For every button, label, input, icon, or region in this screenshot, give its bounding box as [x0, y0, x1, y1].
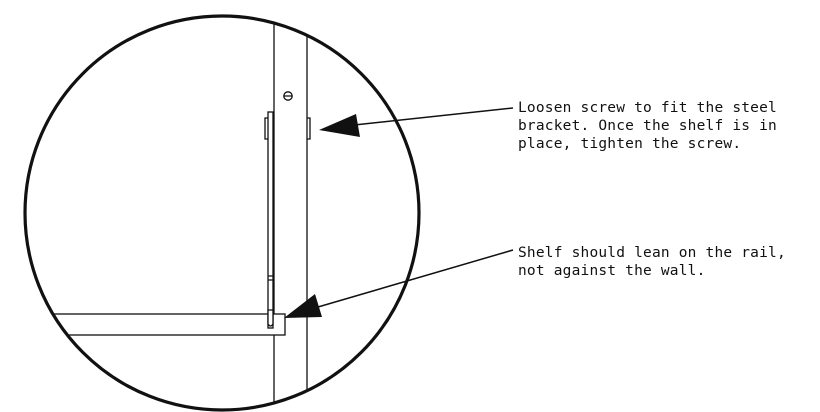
bracket-hook: [267, 309, 274, 327]
callout-line: not against the wall.: [518, 263, 706, 279]
screw-callout-text: Loosen screw to fit the steel bracket. O…: [518, 99, 777, 153]
callout-line: place, tighten the screw.: [518, 136, 742, 152]
callout-line: Shelf should lean on the rail,: [518, 245, 786, 261]
screw-icon: [283, 91, 293, 101]
bracket-clip-left: [264, 117, 268, 140]
shelf-board: [25, 313, 286, 336]
steel-bracket: [267, 111, 274, 329]
screw-callout-arrow: [319, 107, 514, 137]
magnified-view: [25, 16, 311, 410]
callout-line: Loosen screw to fit the steel: [518, 100, 777, 116]
shelf-callout-text: Shelf should lean on the rail, not again…: [518, 244, 786, 280]
shelf-callout-arrow: [284, 249, 514, 318]
magnifier-circle: [23, 14, 421, 412]
bracket-clip-right: [307, 117, 311, 140]
callout-line: bracket. Once the shelf is in: [518, 118, 777, 134]
